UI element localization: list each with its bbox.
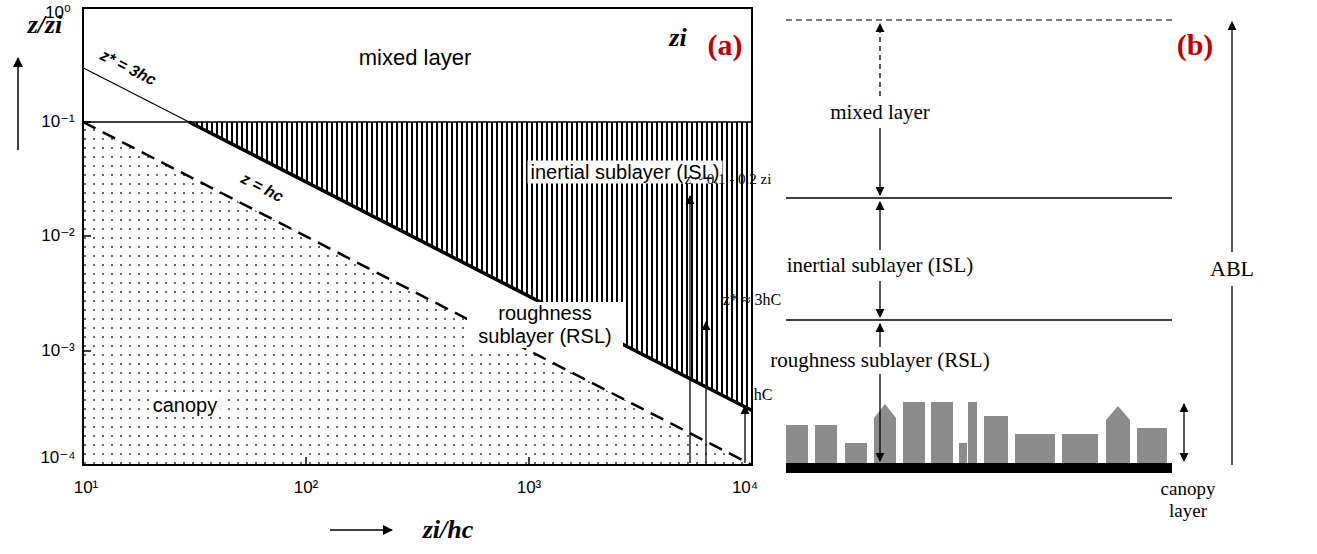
region-label: roughness sublayer (RSL): [467, 302, 623, 348]
tick-label: 10⁴: [732, 478, 758, 498]
layer-label: mixed layer: [827, 100, 933, 124]
zhc-dashed-line: [83, 122, 752, 465]
panel-letter: (a): [708, 28, 743, 63]
x-axis-arrow: [330, 529, 392, 531]
tick-label: 10⁻²: [41, 226, 75, 246]
height-label: zi: [669, 23, 686, 53]
axis-title: zi/hc: [423, 515, 474, 545]
height-label: z ~ 0.1 - 0.2 zi: [685, 171, 772, 188]
height-label: hC: [754, 386, 773, 404]
line-label: z = hc: [238, 170, 286, 207]
axis-ticks: [83, 122, 529, 465]
isl-hatch: [189, 122, 752, 411]
axis-title: z/zi: [28, 10, 63, 40]
layer-label: roughness sublayer (RSL): [767, 348, 992, 372]
layer-arrows: [690, 22, 1232, 465]
tick-label: 10²: [294, 478, 319, 498]
mixed-layer-boundary: [83, 121, 752, 123]
canopy-dots: [83, 122, 752, 465]
buildings: [786, 402, 1167, 463]
ground: [786, 463, 1172, 473]
layer-label: ABL: [1207, 256, 1257, 281]
zstar-line: [189, 122, 752, 411]
line-label: z* = 3hc: [97, 46, 159, 90]
plot-frame: [83, 8, 752, 465]
isl-top-line: [786, 197, 1172, 199]
tick-label: 10³: [517, 478, 542, 498]
tick-label: 10⁻¹: [41, 112, 75, 132]
layer-label: canopy layer: [1148, 478, 1228, 522]
region-label: canopy: [150, 394, 221, 417]
tick-label: 10⁻⁴: [40, 448, 75, 468]
abl-top-line: [786, 19, 1172, 20]
layer-label: inertial sublayer (ISL): [784, 253, 977, 277]
height-label: z* ≈ 3hC: [723, 291, 782, 309]
tick-label: 10⁻³: [41, 341, 75, 361]
y-axis-arrow: [17, 58, 19, 150]
rsl-top-line: [786, 319, 1172, 321]
region-label: mixed layer: [359, 45, 471, 70]
tick-label: 10¹: [74, 478, 99, 498]
panel-letter: (b): [1177, 28, 1214, 63]
